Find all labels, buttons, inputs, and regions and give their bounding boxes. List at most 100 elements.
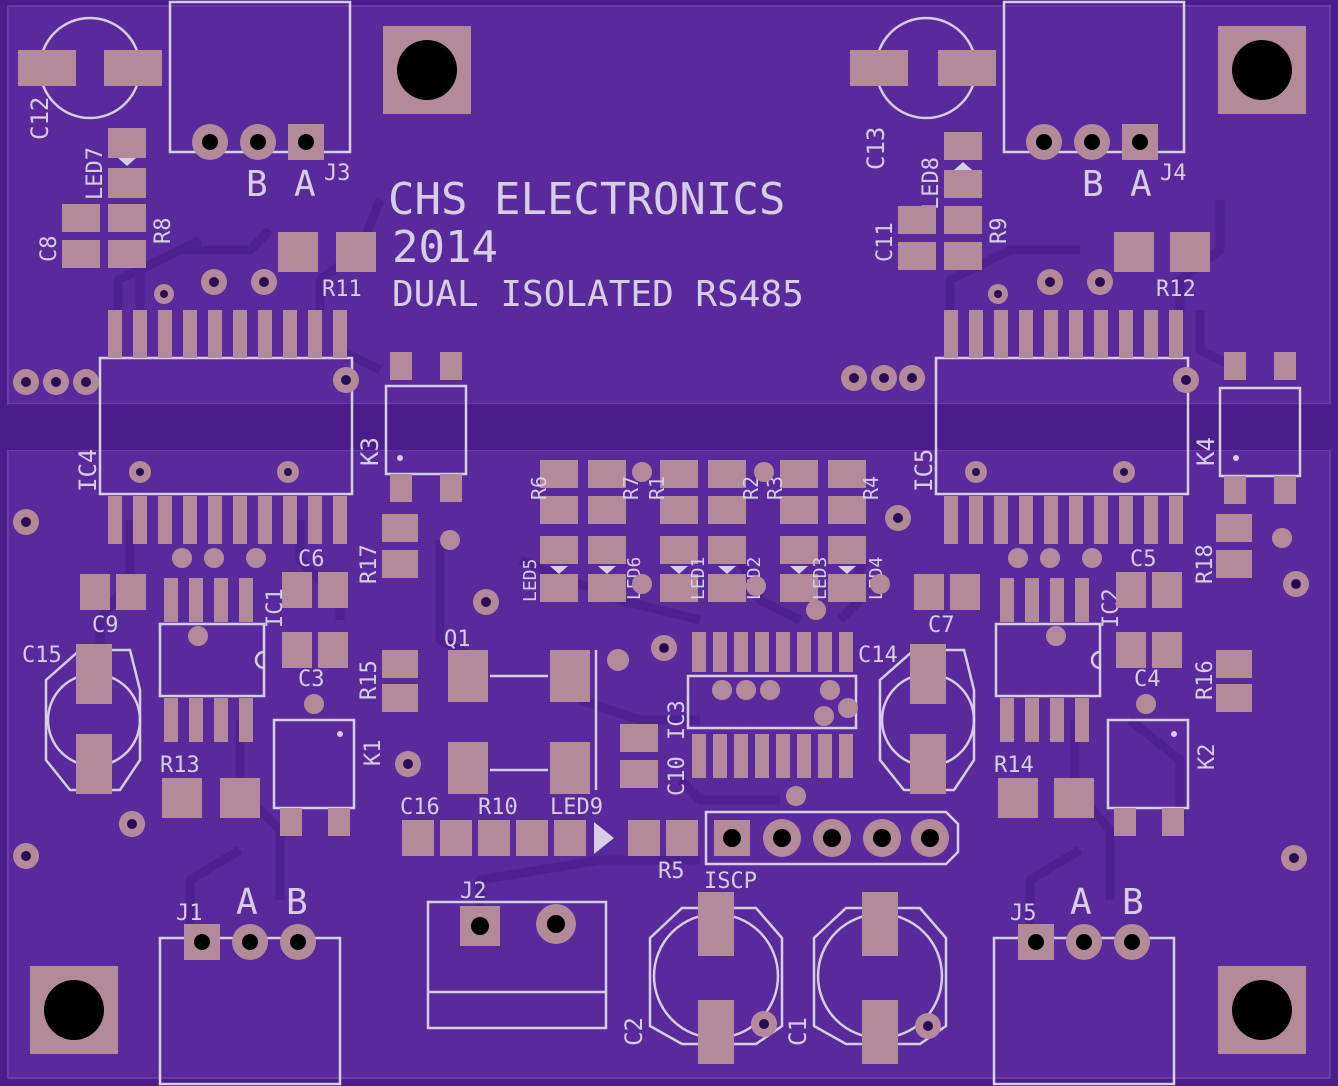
- led8: [944, 132, 982, 198]
- label-r6: R6: [527, 476, 551, 500]
- c7-capacitor: [914, 574, 980, 610]
- label-c12: C12: [26, 97, 54, 140]
- label-j3-b: B: [246, 164, 268, 205]
- c9-capacitor: [80, 574, 146, 610]
- label-j3-a: A: [294, 164, 316, 205]
- label-q1: Q1: [444, 627, 471, 652]
- label-led5: LED5: [520, 559, 541, 602]
- c4-capacitor: [1116, 632, 1182, 668]
- c3-capacitor: [282, 632, 348, 668]
- label-r10: R10: [478, 795, 518, 820]
- label-c1: C1: [784, 1017, 812, 1046]
- label-c7: C7: [928, 613, 955, 638]
- label-c10: C10: [665, 756, 690, 796]
- label-c14: C14: [858, 643, 898, 668]
- c2-capacitor: [648, 892, 784, 1064]
- label-j4-b: B: [1082, 164, 1104, 205]
- label-led8: LED8: [919, 157, 944, 210]
- label-j1: J1: [176, 901, 203, 926]
- ic2-chip: [994, 578, 1102, 742]
- label-ic3: IC3: [665, 700, 690, 740]
- label-r4: R4: [859, 476, 883, 500]
- label-k1: K1: [361, 740, 386, 767]
- label-led1: LED1: [688, 557, 709, 600]
- label-c4: C4: [1134, 667, 1161, 692]
- r14-resistor: [998, 778, 1094, 818]
- j5-connector: [992, 924, 1176, 1086]
- j4-connector: [1002, 0, 1186, 160]
- copper-pour-top: [7, 5, 1331, 405]
- label-r5: R5: [658, 859, 685, 884]
- label-ic5: IC5: [910, 449, 938, 492]
- label-c9: C9: [92, 613, 119, 638]
- ic4-chip: [98, 310, 354, 544]
- title-line1: CHS ELECTRONICS: [388, 174, 785, 225]
- label-led7: LED7: [83, 147, 108, 200]
- label-j2: J2: [460, 879, 487, 904]
- label-c13: C13: [862, 127, 890, 170]
- traces: [95, 198, 1243, 940]
- label-j4: J4: [1160, 161, 1187, 186]
- r16-resistor: [1216, 650, 1252, 712]
- label-led9: LED9: [550, 795, 603, 820]
- ic5-chip: [934, 310, 1190, 544]
- label-c5: C5: [1130, 547, 1157, 572]
- c12-capacitor: [18, 16, 162, 120]
- label-k3: K3: [356, 437, 384, 466]
- label-c6: C6: [298, 547, 325, 572]
- r18-resistor: [1216, 514, 1252, 578]
- label-j1-a: A: [236, 882, 258, 923]
- via-holes: [21, 277, 1301, 1031]
- label-r13: R13: [160, 753, 200, 778]
- k2-component: [1106, 718, 1190, 836]
- label-r17: R17: [357, 544, 382, 584]
- label-c3: C3: [298, 667, 325, 692]
- j2-connector: [426, 900, 608, 1030]
- j3-connector: [168, 0, 352, 160]
- label-c16: C16: [400, 795, 440, 820]
- c15-capacitor: [44, 644, 142, 794]
- isolation-slot: [8, 404, 1330, 450]
- label-r14: R14: [994, 753, 1034, 778]
- label-j1-b: B: [286, 882, 308, 923]
- j1-connector: [158, 924, 342, 1086]
- r11-resistor: [278, 232, 376, 272]
- label-r1: R1: [645, 476, 669, 500]
- label-led3: LED3: [810, 557, 831, 600]
- ic1-chip: [158, 578, 266, 742]
- center-resistor-bank: [540, 460, 866, 524]
- label-j5-b: B: [1122, 882, 1144, 923]
- label-iscp: ISCP: [704, 869, 757, 894]
- r13-resistor: [162, 778, 260, 818]
- ic3-chip: [686, 632, 858, 778]
- led9-marker: [594, 822, 614, 854]
- mounting-holes: [30, 26, 1306, 1054]
- label-j4-a: A: [1130, 164, 1152, 205]
- label-r12: R12: [1156, 277, 1196, 302]
- r12-resistor: [1114, 232, 1210, 272]
- label-j5: J5: [1010, 901, 1037, 926]
- c5-capacitor: [1116, 572, 1182, 608]
- r15-resistor: [382, 650, 418, 712]
- label-j3: J3: [324, 161, 351, 186]
- r17-resistor: [382, 514, 418, 578]
- c8-r8-block: [62, 204, 146, 268]
- c11-r9-block: [898, 206, 982, 270]
- label-c2: C2: [620, 1017, 648, 1046]
- k4-component: [1218, 352, 1302, 504]
- label-r16: R16: [1193, 660, 1218, 700]
- title-line2: 2014: [392, 222, 498, 273]
- k1-component: [272, 718, 356, 836]
- label-c15: C15: [22, 643, 62, 668]
- label-k4: K4: [1192, 437, 1220, 466]
- label-c11: C11: [873, 222, 898, 262]
- c13-capacitor: [850, 16, 996, 120]
- q1-transistor: [448, 650, 598, 794]
- label-k2: K2: [1195, 744, 1220, 771]
- c6-capacitor: [282, 572, 348, 608]
- label-j5-a: A: [1070, 882, 1092, 923]
- led7: [108, 128, 146, 198]
- label-r11: R11: [322, 277, 362, 302]
- label-r18: R18: [1193, 544, 1218, 584]
